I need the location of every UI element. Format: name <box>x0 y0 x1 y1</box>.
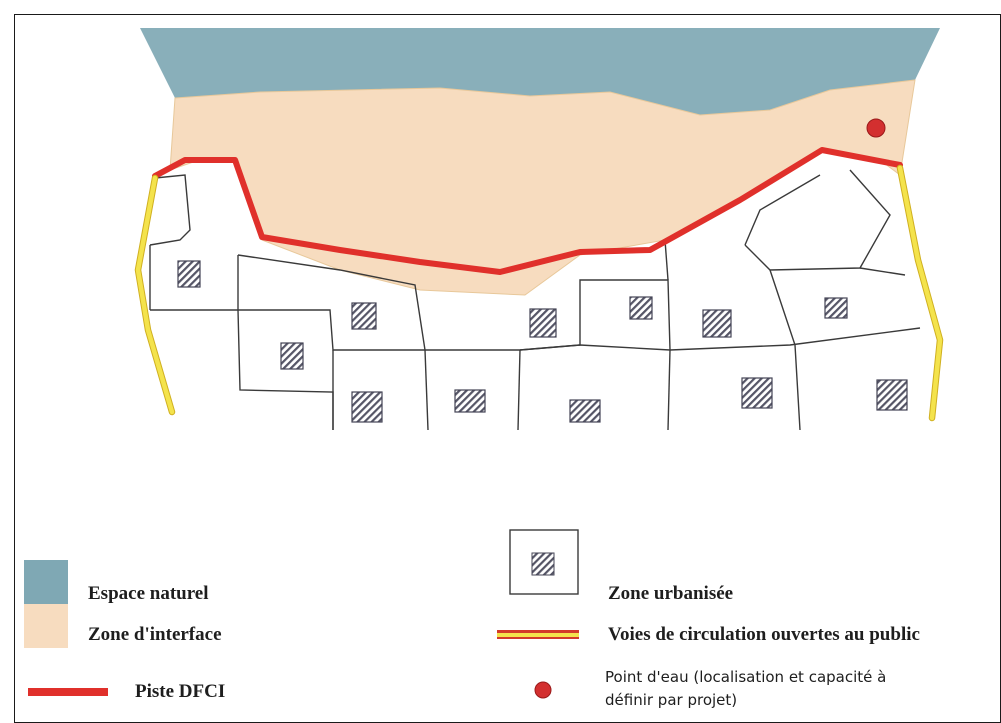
parcel-boundaries <box>149 169 921 431</box>
legend-swatch-espace-naturel <box>24 560 68 604</box>
building <box>741 377 773 409</box>
legend-label-point-eau: Point d'eau (localisation et capacité à … <box>605 666 995 712</box>
buildings <box>177 260 908 423</box>
building <box>876 379 908 411</box>
legend-label-point-eau-line1: Point d'eau (localisation et capacité à <box>605 668 887 686</box>
legend-swatch-voies <box>497 630 579 639</box>
voies-circulation-roads <box>134 164 944 422</box>
building <box>280 342 304 370</box>
legend-swatch-zone-interface <box>24 604 68 648</box>
piste-dfci-line <box>152 147 903 275</box>
building <box>351 391 383 423</box>
legend-label-piste-dfci: Piste DFCI <box>135 681 226 702</box>
espace-naturel-area <box>140 28 940 115</box>
legend-label-zone-urbanisee: Zone urbanisée <box>608 583 734 604</box>
building <box>351 302 377 330</box>
building <box>177 260 201 288</box>
building <box>702 309 732 338</box>
legend-marker-point-eau <box>534 681 552 699</box>
building <box>569 399 601 423</box>
legend-label-zone-interface: Zone d'interface <box>88 624 222 645</box>
legend-swatch-piste-dfci <box>28 688 108 696</box>
legend-label-espace-naturel: Espace naturel <box>88 583 209 604</box>
building <box>529 308 557 338</box>
point-eau-marker <box>866 118 886 138</box>
building <box>629 296 653 320</box>
legend-label-point-eau-line2: définir par projet) <box>605 691 738 709</box>
hatched-building-icon <box>509 529 579 595</box>
building <box>454 389 486 413</box>
building <box>824 297 848 319</box>
legend-label-voies-circulation: Voies de circulation ouvertes au public <box>608 624 920 645</box>
